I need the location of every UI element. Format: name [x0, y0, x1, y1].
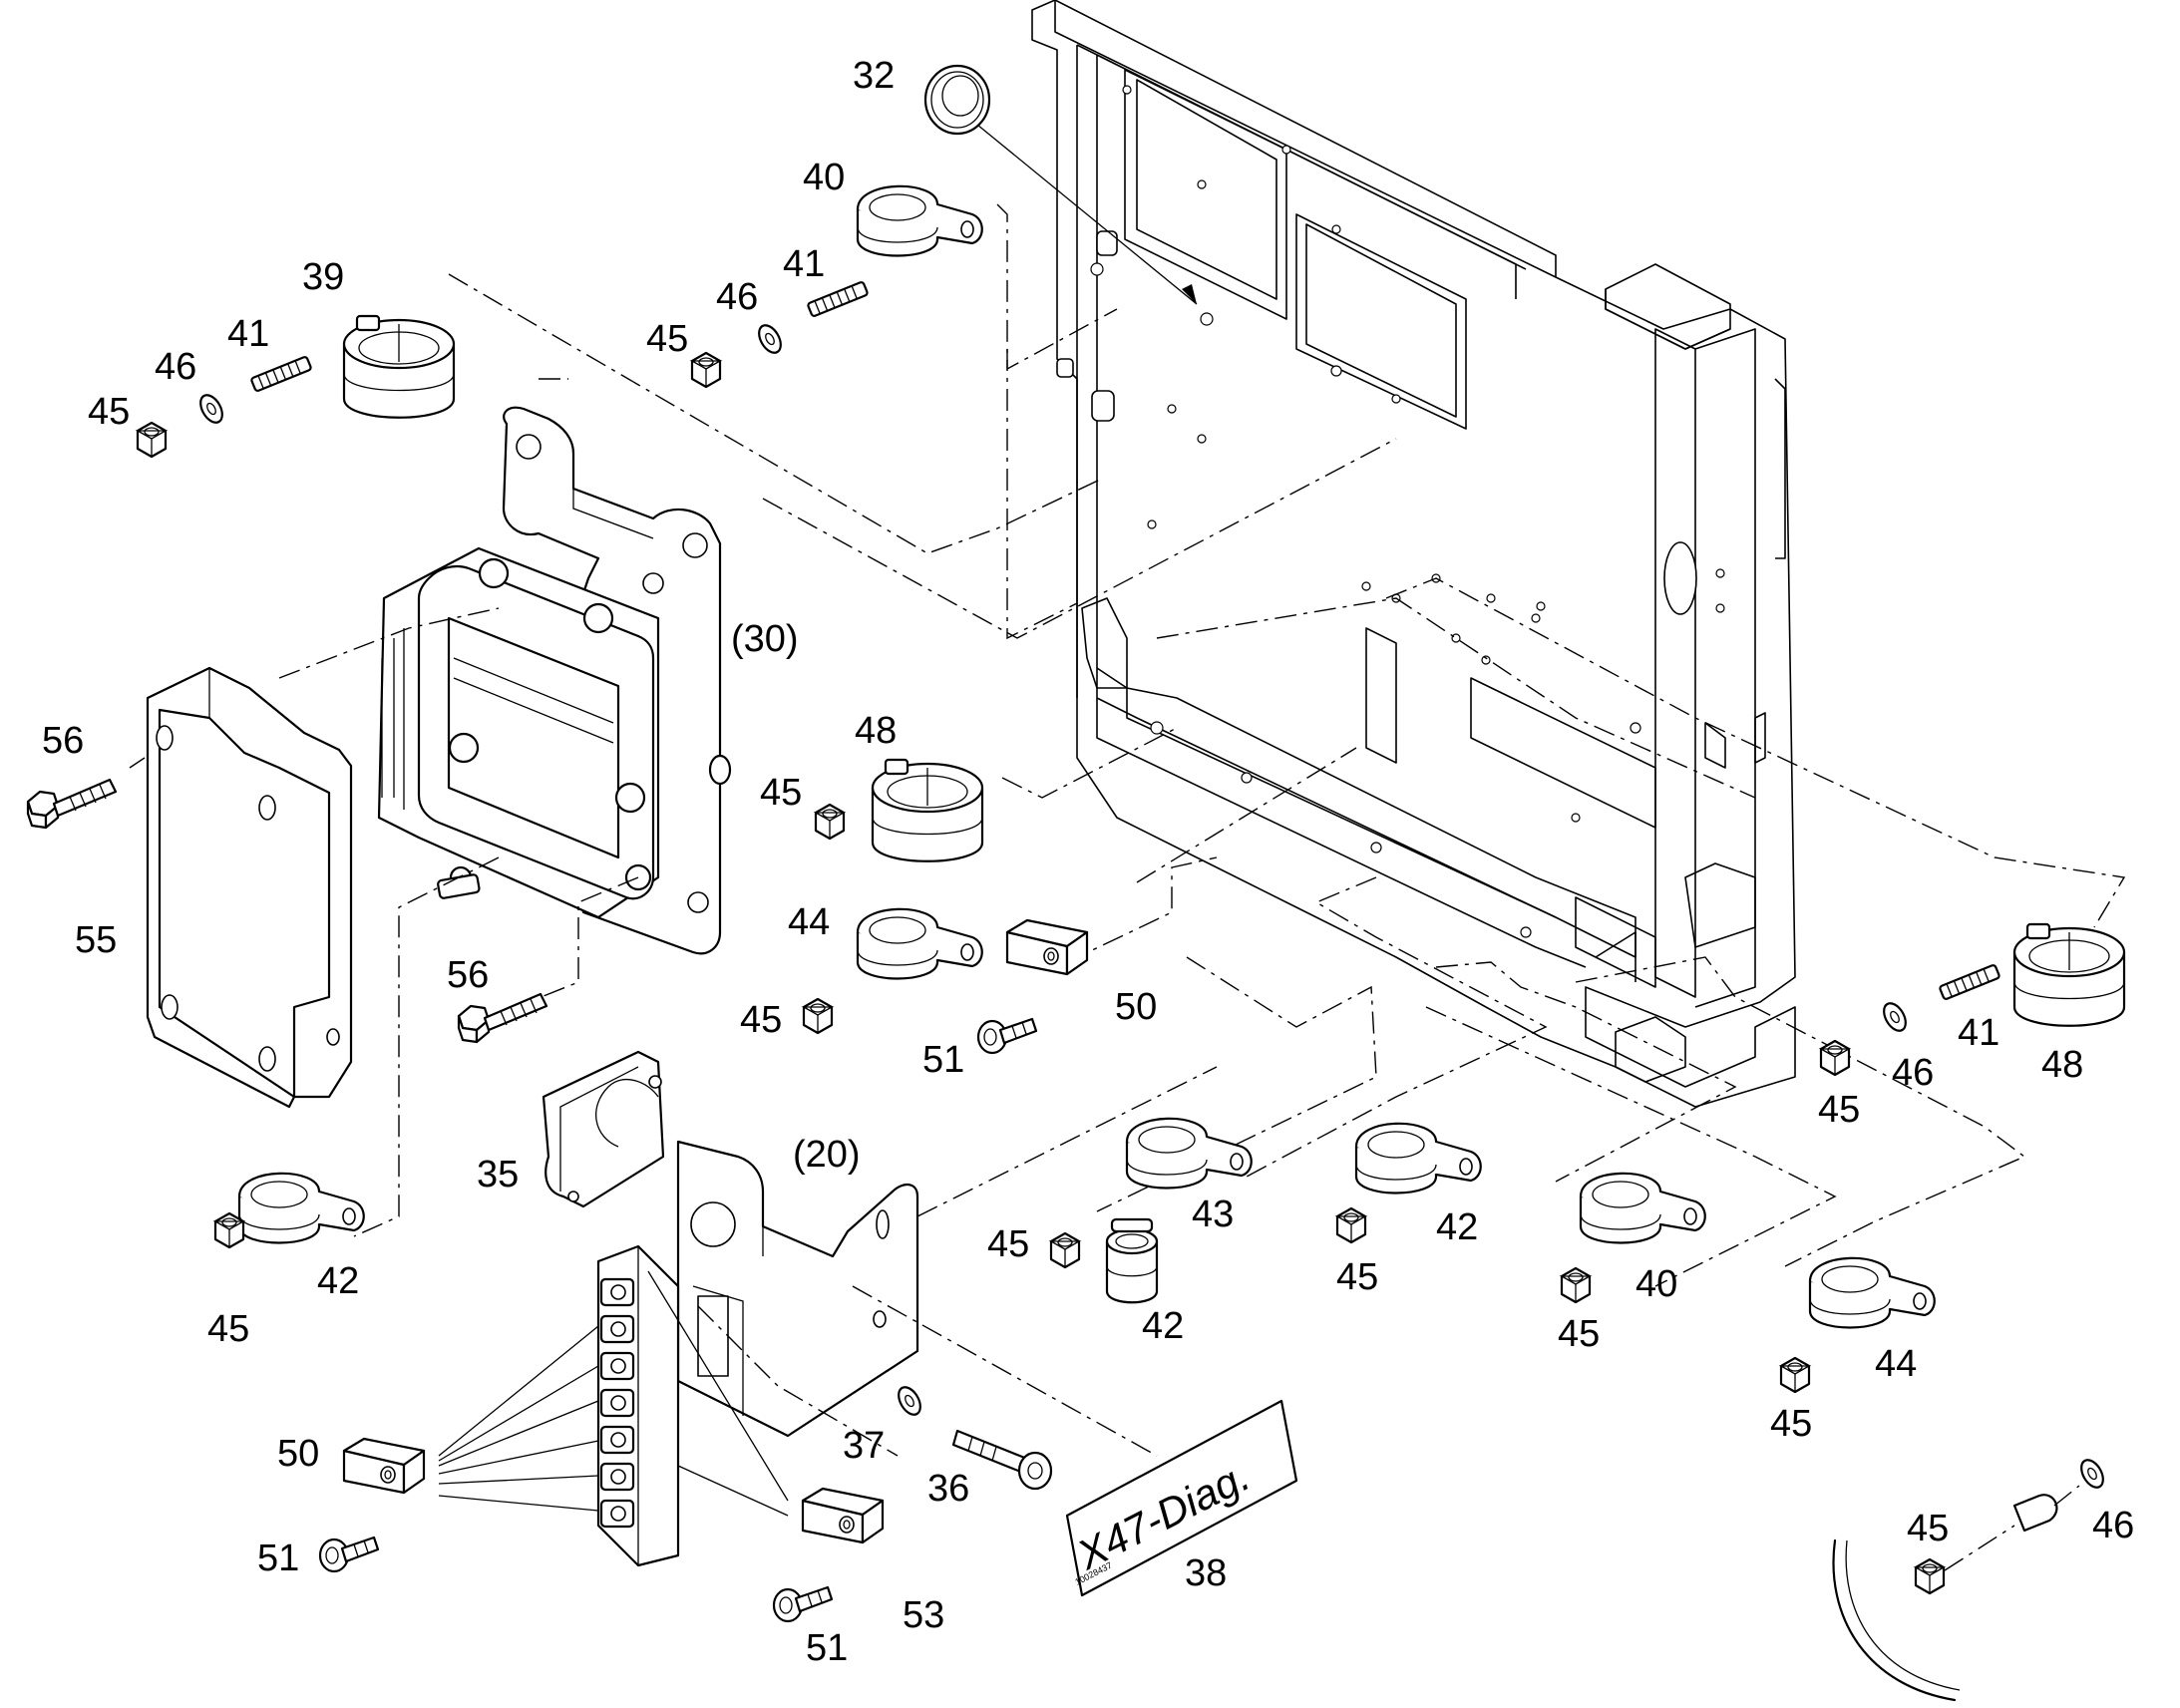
callouts: 32 40 41 46 45 39 41 46 45 (30) 56 55 56… [42, 55, 2134, 1669]
callout-45: 45 [1907, 1508, 1949, 1549]
callout-45: 45 [987, 1223, 1029, 1265]
callout-53: 53 [903, 1594, 944, 1636]
callout-46: 46 [2092, 1505, 2134, 1546]
callout-50: 50 [1115, 986, 1157, 1028]
solid-leaders [438, 124, 1198, 1517]
callout-45: 45 [207, 1308, 249, 1350]
callout-42: 42 [1436, 1206, 1478, 1248]
callout-51: 51 [922, 1039, 964, 1081]
callout-42: 42 [317, 1260, 359, 1302]
ecu-module [377, 546, 732, 919]
callout-46: 46 [155, 346, 196, 388]
callout-39: 39 [302, 256, 344, 298]
callout-45: 45 [646, 318, 688, 360]
bracket-20 [676, 1140, 919, 1438]
callout-55: 55 [75, 919, 117, 961]
callout-56: 56 [42, 720, 84, 762]
callout-42: 42 [1142, 1305, 1184, 1347]
callout-45: 45 [740, 999, 782, 1041]
callout-41: 41 [1958, 1012, 1999, 1054]
callout-35: 35 [477, 1154, 519, 1196]
callout-44: 44 [1875, 1343, 1917, 1385]
callout-41: 41 [783, 243, 825, 285]
terminal-block [596, 1244, 680, 1567]
callout-50: 50 [277, 1433, 319, 1475]
callout-51: 51 [257, 1537, 299, 1579]
callout-56: 56 [447, 954, 489, 996]
callout-45: 45 [1770, 1403, 1812, 1445]
callout-30: (30) [731, 618, 799, 660]
main-frame [1031, 0, 1796, 1108]
callout-44: 44 [788, 901, 830, 943]
label-plate-38: X47-Diag. 10028437 [1065, 1399, 1298, 1597]
callout-41: 41 [227, 313, 269, 355]
callout-46: 46 [716, 276, 758, 318]
callout-46: 46 [1892, 1052, 1934, 1094]
callout-45: 45 [88, 391, 130, 433]
callout-45: 45 [1818, 1089, 1860, 1131]
callout-40: 40 [803, 157, 845, 198]
callout-37: 37 [843, 1425, 885, 1467]
callout-45: 45 [760, 772, 802, 814]
callout-20: (20) [793, 1134, 861, 1176]
callout-48: 48 [2041, 1044, 2083, 1086]
callout-43: 43 [1192, 1194, 1234, 1235]
callout-45: 45 [1558, 1313, 1600, 1355]
callout-48: 48 [855, 710, 897, 752]
hardware [26, 64, 2126, 1702]
callout-51: 51 [806, 1627, 848, 1669]
callout-40: 40 [1635, 1263, 1677, 1305]
callout-38: 38 [1185, 1552, 1227, 1594]
leader-lines [129, 203, 2126, 1457]
grommet-35 [542, 1050, 665, 1208]
cover-55 [146, 666, 353, 1109]
callout-32: 32 [853, 55, 895, 97]
callout-36: 36 [927, 1468, 969, 1510]
callout-45: 45 [1336, 1256, 1378, 1298]
